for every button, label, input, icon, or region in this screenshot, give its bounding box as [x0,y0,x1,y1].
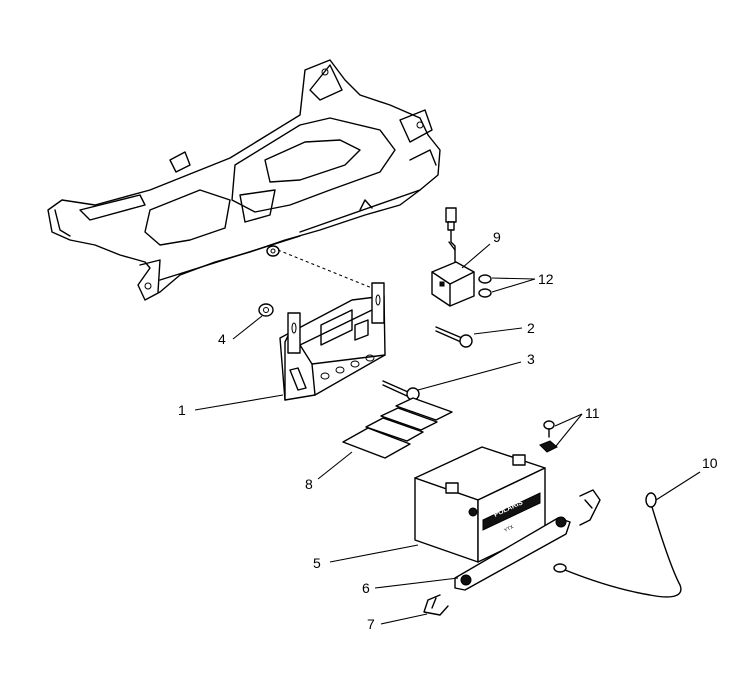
part-5-battery: POLARIS YTX [414,446,546,563]
callout-3: 3 [527,351,535,367]
leader-lines [194,243,701,625]
frame-assembly [47,59,441,301]
callout-10: 10 [702,455,718,471]
part-3-bolt [382,380,420,401]
part-10-cable [553,492,682,598]
callout-6: 6 [362,580,370,596]
part-4-nut [258,303,274,317]
callout-2: 2 [527,320,535,336]
callout-4: 4 [218,331,226,347]
part-11-terminal-hardware [539,420,558,453]
callout-12: 12 [538,271,554,287]
part-1-bracket [279,282,386,401]
part-2-bolt [435,326,473,348]
part-7-clip [423,594,449,616]
upper-clip [579,489,601,526]
callout-5: 5 [313,555,321,571]
part-12-washers [478,274,492,298]
callout-7: 7 [367,616,375,632]
callout-8: 8 [305,476,313,492]
part-8-pads [342,397,453,459]
part-6-strap [454,516,571,591]
frame-nut [266,245,280,257]
callout-9: 9 [493,229,501,245]
battery-sub-label: YTX [503,524,515,534]
callout-1: 1 [178,402,186,418]
callout-11: 11 [585,405,600,421]
assembly-line [277,249,373,289]
part-9-regulator [431,207,475,307]
callouts: 1 2 3 4 5 6 7 8 9 10 11 12 [178,229,718,632]
